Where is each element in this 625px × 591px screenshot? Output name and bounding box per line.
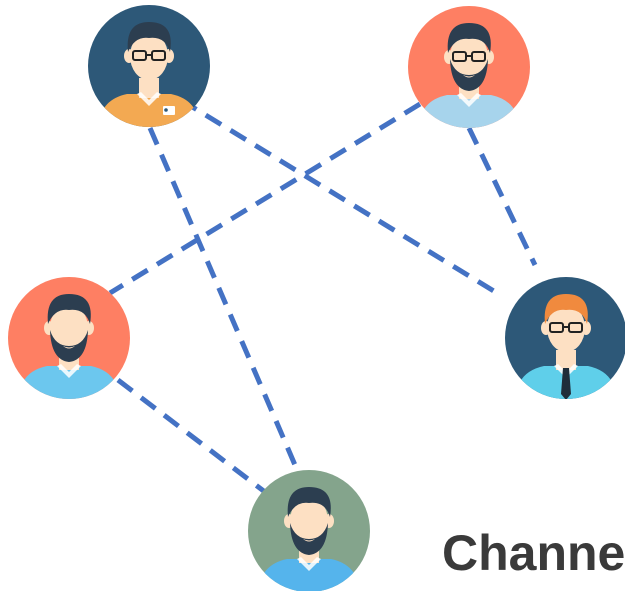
connector-person-1-person-5 xyxy=(147,127,298,466)
face xyxy=(290,497,328,545)
mouth xyxy=(63,346,75,349)
man-beard-icon xyxy=(8,277,130,399)
shirt xyxy=(259,559,359,591)
man-glasses-tie-icon xyxy=(505,277,625,399)
collar xyxy=(57,364,81,378)
hair xyxy=(127,22,171,52)
connector-person-3-person-5 xyxy=(116,378,267,494)
man-glasses-beard-icon xyxy=(408,6,530,128)
hair xyxy=(287,487,331,517)
neck xyxy=(556,350,576,370)
neck xyxy=(139,78,159,98)
shirt xyxy=(19,366,119,399)
collar xyxy=(137,92,161,106)
collar xyxy=(297,557,321,571)
mouth xyxy=(303,539,315,542)
connections xyxy=(108,97,538,494)
connector-person-2-person-4 xyxy=(466,126,538,267)
beard xyxy=(50,330,88,362)
beard xyxy=(290,523,328,555)
hair xyxy=(47,294,91,324)
connector-person-2-person-3 xyxy=(108,101,422,296)
people xyxy=(8,5,625,591)
hair xyxy=(447,23,491,53)
face xyxy=(50,304,88,352)
collar xyxy=(457,93,481,107)
collar xyxy=(554,364,578,378)
hair xyxy=(544,294,588,324)
shirt xyxy=(419,95,519,128)
beard xyxy=(450,59,488,91)
man-full-beard-icon xyxy=(248,470,370,591)
man-glasses-badge-icon xyxy=(88,5,210,127)
tie xyxy=(561,368,571,399)
shirt xyxy=(99,94,199,127)
id-badge-photo xyxy=(164,108,168,112)
connector-person-1-person-4 xyxy=(179,97,499,296)
channel-caption: Channe xyxy=(442,525,625,581)
mouth xyxy=(463,75,475,78)
